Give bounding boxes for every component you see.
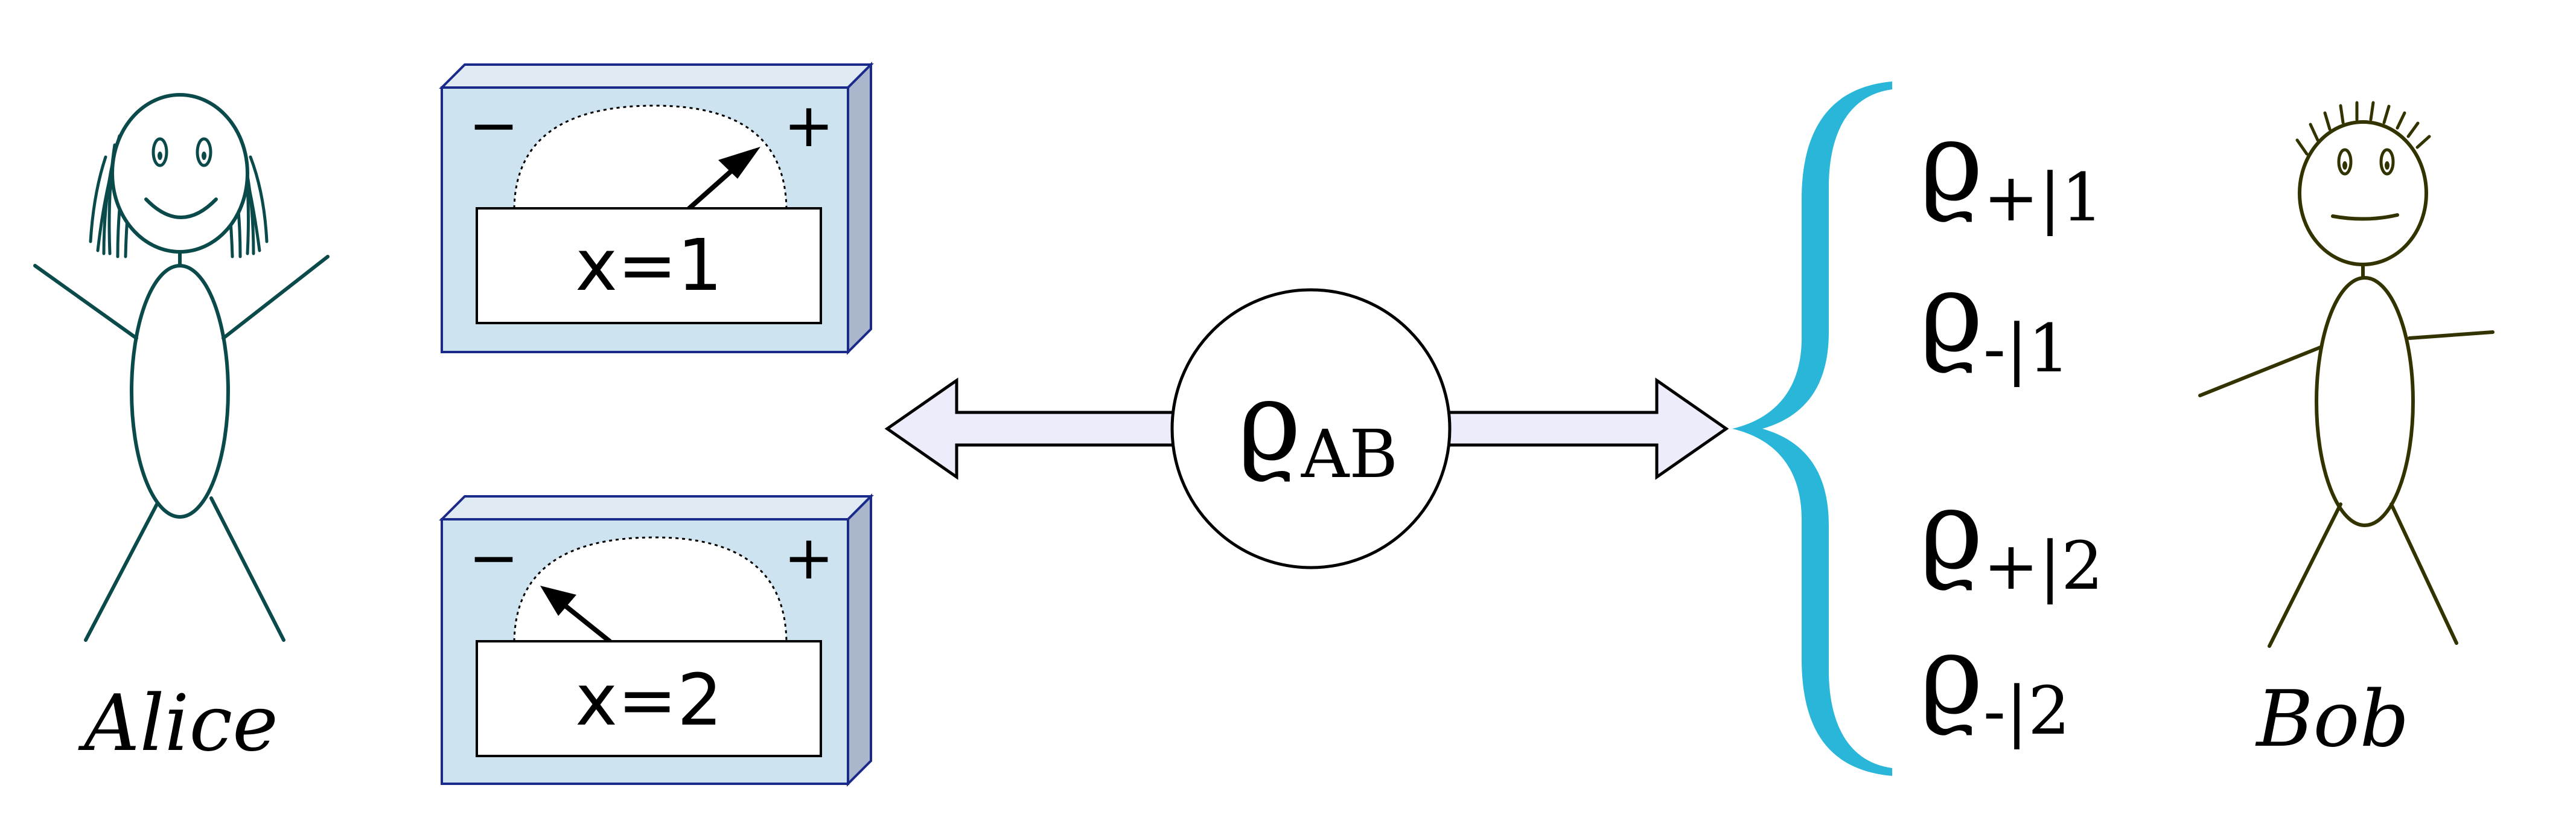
measurement-device-2: x=2 − + [439,493,874,787]
alice-body [130,264,230,519]
device-minus-label-2: − [468,522,519,593]
shared-state-symbol: ϱ [1237,359,1301,485]
left-arrow [884,377,1176,480]
shared-state-label: ϱAB [1237,359,1398,493]
measurement-device-1: x=1 − + [439,62,874,355]
bob-eyes [2337,148,2395,176]
assemblage-symbol: ϱ [1919,467,1983,594]
alice-name-label: Alice [78,679,278,769]
bob-name-label: Bob [2255,674,2409,764]
assemblage-symbol: ϱ [1919,99,1983,225]
device-plus-label-2: + [783,522,834,593]
assemblage-entry: ϱ+|2 [1919,467,2103,604]
assemblage-symbol: ϱ [1919,250,1983,376]
dial-needle-2 [559,600,612,644]
device-label-box-2 [476,640,822,757]
assemblage-symbol: ϱ [1919,612,1983,738]
assemblage-subscript: +|2 [1983,527,2103,604]
right-arrow [1444,377,1729,480]
assemblage-subscript: -|2 [1983,672,2070,749]
alice-figure [33,93,330,642]
dial-arc-2 [513,536,788,642]
device-plus-label-1: + [783,90,834,161]
alice-head [110,93,249,254]
needle-arrowhead-2 [540,586,576,616]
assemblage-entry: ϱ+|1 [1919,99,2103,236]
shared-state-circle [1170,288,1452,569]
needle-arrowhead-1 [718,147,760,179]
device-label-box-1 [476,207,822,324]
assemblage-entry: ϱ-|2 [1919,612,2070,749]
assemblage-entry: ϱ-|1 [1919,250,2070,387]
device-minus-label-1: − [468,90,519,161]
device-label-1: x=1 [575,223,722,307]
assemblage-subscript: -|1 [1983,310,2070,387]
bob-hair [2295,101,2431,156]
device-label-2: x=2 [575,658,722,742]
bob-body [2315,276,2415,527]
alice-eyes [151,137,212,167]
alice-mouth [144,197,218,219]
bob-head [2298,120,2428,266]
assemblage-brace [1732,82,1892,776]
shared-state-subscript: AB [1301,415,1398,493]
assemblage-subscript: +|1 [1983,159,2103,236]
bob-figure [2198,101,2495,648]
bob-mouth [2331,213,2399,221]
